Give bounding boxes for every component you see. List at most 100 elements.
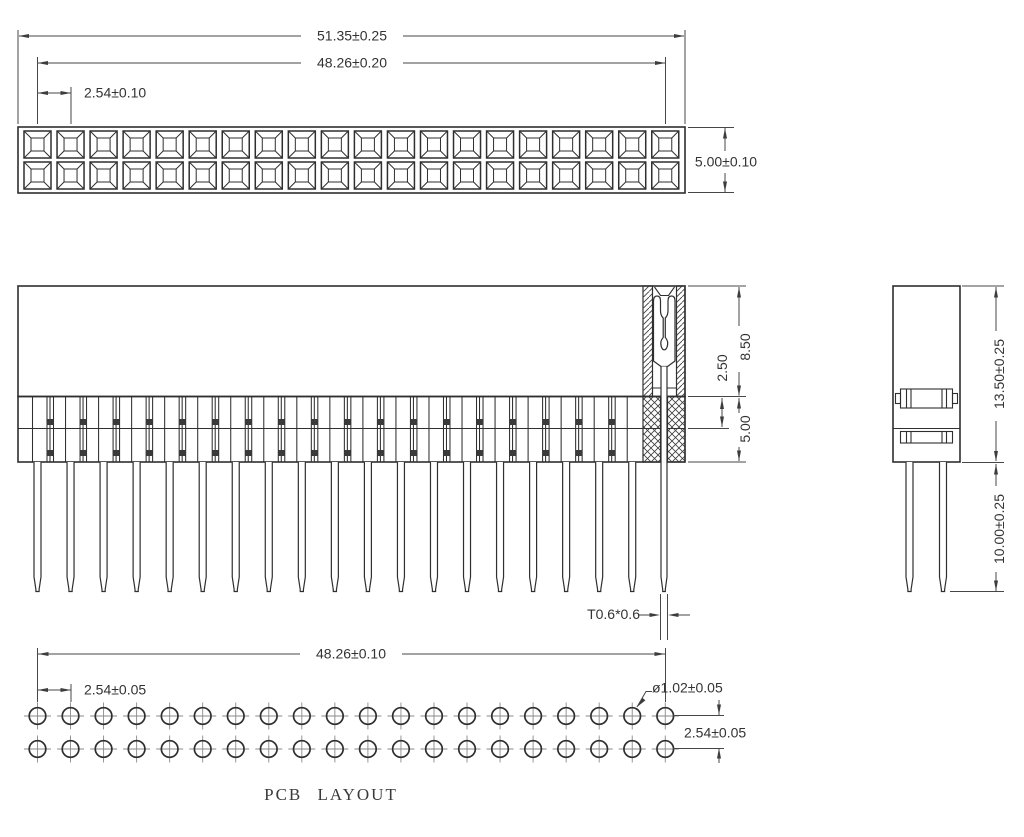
pcb-hole	[585, 702, 613, 730]
socket-opening	[617, 161, 647, 190]
arrowhead	[720, 398, 724, 409]
front-view-upper-body	[17, 285, 686, 398]
socket-opening	[287, 161, 317, 190]
socket-opening	[386, 130, 416, 159]
pcb-hole	[57, 735, 85, 763]
dim-lower-insulator-height: 5.00	[737, 415, 753, 442]
arrowhead	[720, 416, 724, 427]
pcb-hole	[585, 735, 613, 763]
socket-opening	[23, 161, 52, 190]
socket-opening	[254, 161, 284, 190]
pcb-hole	[519, 735, 547, 763]
socket-opening	[89, 130, 118, 159]
arrowhead	[37, 91, 48, 95]
contact-mark	[542, 450, 550, 456]
contact-mark	[47, 450, 54, 456]
section-wall-right	[675, 285, 686, 398]
solder-pin	[595, 462, 604, 593]
pcb-hole	[24, 702, 51, 730]
solder-pin	[495, 462, 505, 593]
contact-mark	[179, 419, 186, 425]
contact-mark	[476, 450, 484, 456]
socket-grid	[23, 130, 680, 190]
contact-mark	[80, 450, 87, 456]
arrowhead	[737, 287, 741, 298]
section-base-left	[642, 395, 662, 463]
socket-opening	[518, 130, 548, 159]
arrowhead	[674, 34, 685, 38]
socket-opening	[155, 161, 184, 190]
arrowhead	[994, 464, 998, 475]
side-view-body	[892, 285, 961, 463]
arrowhead	[737, 398, 741, 409]
contact-mark	[443, 419, 450, 425]
solder-pin	[264, 462, 273, 593]
arrowhead	[654, 652, 665, 656]
solder-pin	[396, 462, 406, 593]
dim-row-spacing: 2.54±0.05	[684, 725, 746, 741]
arrowhead	[37, 61, 48, 65]
front-view: 8.50 2.50 5.00 T0.6*0.6	[17, 285, 753, 640]
arrowhead	[668, 613, 679, 617]
contact-mark	[608, 450, 616, 456]
socket-opening	[23, 130, 52, 159]
contact-mark	[212, 419, 219, 425]
pcb-hole	[618, 735, 646, 763]
contact-mark	[113, 419, 120, 425]
dim-insulator-height: 13.50±0.25	[991, 339, 1007, 409]
contact-mark	[377, 450, 384, 456]
dim-hole-diameter: ø1.02±0.05	[652, 680, 723, 696]
contact-mark	[146, 450, 153, 456]
contact-mark	[113, 450, 120, 456]
arrowhead	[655, 61, 666, 65]
pcb-layout-caption: PCB LAYOUT	[264, 785, 398, 804]
arrowhead	[60, 688, 71, 692]
socket-opening	[551, 130, 581, 159]
socket-opening	[419, 161, 449, 190]
section-base-right	[666, 395, 686, 463]
pcb-layout: 48.26±0.10 2.54±0.05 ø1.02±0.05 2.54±0.0…	[24, 646, 746, 804]
socket-opening	[188, 161, 217, 190]
socket-opening	[122, 130, 151, 159]
dim-contact-depth: 2.50	[714, 354, 730, 381]
top-view-dimension-lines	[17, 30, 734, 193]
solder-pin	[132, 462, 141, 593]
pcb-hole	[222, 702, 250, 730]
socket-opening	[584, 130, 614, 159]
pcb-hole	[420, 735, 448, 763]
side-pins	[905, 462, 948, 593]
socket-opening	[188, 130, 217, 159]
socket-opening	[651, 130, 680, 159]
side-view-details	[893, 388, 960, 444]
pcb-hole	[255, 702, 283, 730]
socket-opening	[518, 161, 548, 190]
contact-mark	[245, 450, 252, 456]
contact-mark	[278, 450, 285, 456]
contact-mark	[212, 450, 219, 456]
pcb-hole	[453, 735, 481, 763]
contact-mark	[509, 450, 517, 456]
contact-mark	[443, 450, 450, 456]
dim-upper-insulator-height: 8.50	[737, 333, 753, 360]
pcb-hole	[222, 735, 250, 763]
socket-opening	[221, 130, 250, 159]
contact-mark	[410, 450, 417, 456]
solder-pin	[628, 462, 637, 593]
pcb-hole	[90, 702, 118, 730]
socket-opening	[551, 161, 581, 190]
contact-mark	[344, 419, 351, 425]
arrowhead	[994, 580, 998, 591]
dim-body-height: 5.00±0.10	[695, 154, 757, 170]
socket-opening	[155, 130, 184, 159]
solder-pin	[429, 462, 439, 593]
arrowhead	[717, 704, 721, 715]
solder-pin	[165, 462, 174, 593]
pcb-hole	[321, 735, 349, 763]
solder-pin	[33, 462, 42, 593]
top-view-body	[17, 126, 686, 194]
pcb-hole	[90, 735, 118, 763]
socket-opening	[287, 130, 317, 159]
arrowhead	[994, 287, 998, 298]
pcb-hole	[24, 735, 51, 763]
pcb-hole	[156, 702, 184, 730]
